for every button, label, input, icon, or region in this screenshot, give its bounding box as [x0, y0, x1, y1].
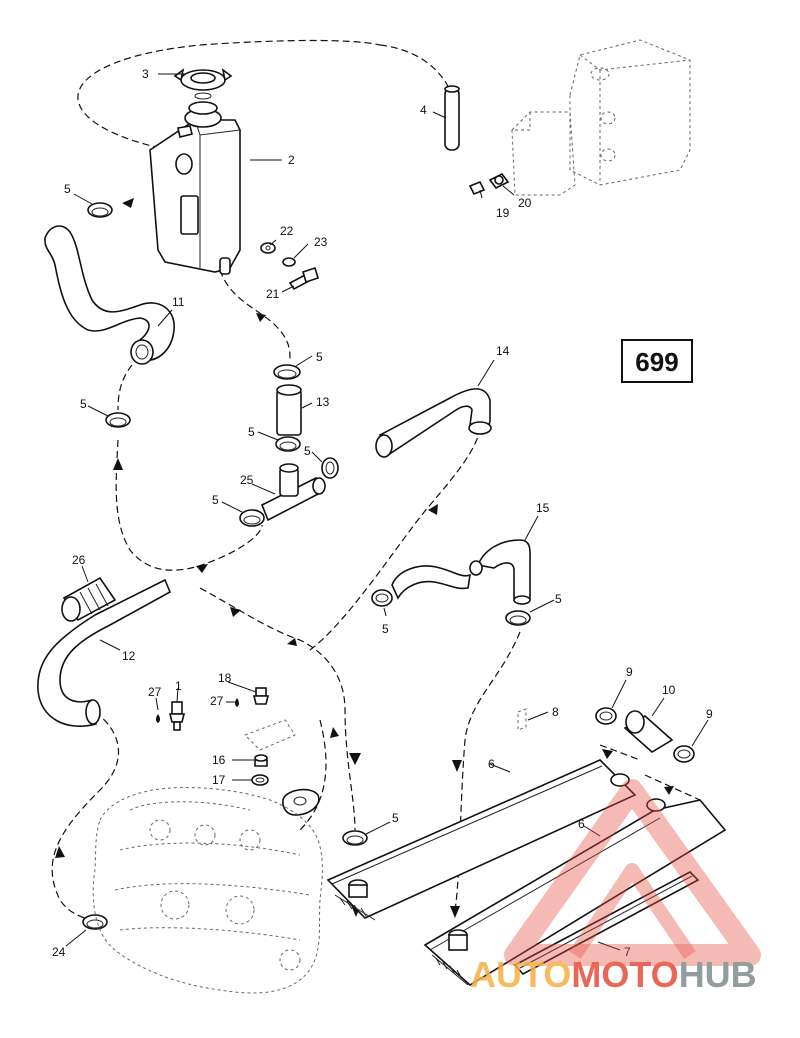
watermark-text-auto: AUTO: [470, 954, 571, 995]
callout-25: 25: [240, 473, 254, 487]
callout-10: 10: [662, 683, 676, 697]
callout-18: 18: [218, 671, 232, 685]
callout-5: 5: [392, 811, 399, 825]
clamp: [673, 745, 695, 763]
clamp: [505, 610, 531, 626]
expansion-tank: [149, 101, 241, 275]
coupler-26: [61, 576, 117, 622]
clamp: [321, 457, 339, 479]
callout-19: 19: [496, 206, 510, 220]
tank-cap: [173, 68, 233, 100]
sealant-drops-27: [156, 698, 239, 723]
clamp: [595, 707, 617, 725]
callout-9: 9: [706, 707, 713, 721]
callout-5: 5: [64, 182, 71, 196]
watermark-text-moto: MOTO: [571, 954, 678, 995]
hose-13: [276, 384, 302, 436]
sensor-18: [252, 687, 270, 705]
plug-8: [517, 708, 527, 731]
callout-22: 22: [280, 224, 294, 238]
callout-labels: 3 2 4 5 19 20 22 23 21 11 5 5 14 13 5 5 …: [52, 67, 713, 959]
callout-3: 3: [142, 67, 149, 81]
clamp: [371, 589, 393, 607]
oil-tank-outline: [511, 39, 691, 196]
callout-16: 16: [212, 753, 226, 767]
callout-27: 27: [210, 694, 224, 708]
callout-2: 2: [288, 153, 295, 167]
clamp: [275, 436, 301, 452]
callout-6: 6: [578, 817, 585, 831]
callout-14: 14: [496, 344, 510, 358]
clamp: [342, 830, 368, 846]
coolant-flow-lines: [51, 39, 701, 921]
clamps: [82, 202, 695, 930]
callout-5: 5: [382, 622, 389, 636]
clamp: [239, 509, 265, 527]
fitting-19-20: [468, 172, 510, 196]
bolt-21: [288, 266, 319, 291]
svg-text:AUTOMOTOHUB: AUTOMOTOHUB: [470, 954, 757, 995]
clamp: [105, 412, 131, 428]
strip-7: [513, 871, 700, 976]
clamp: [82, 914, 108, 930]
callout-15: 15: [536, 501, 550, 515]
flow-arrows: [55, 198, 674, 918]
callout-21: 21: [266, 287, 280, 301]
callout-6: 6: [488, 757, 495, 771]
clamp: [273, 364, 301, 380]
nut-23: [282, 257, 296, 267]
callout-23: 23: [314, 235, 328, 249]
callout-5: 5: [316, 350, 323, 364]
figure-number-box: 699: [621, 339, 693, 383]
tee-fitting-25: [260, 463, 326, 522]
heat-exchanger-upper: [326, 759, 637, 921]
callout-20: 20: [518, 196, 532, 210]
callout-4: 4: [420, 103, 427, 117]
watermark-text-hub: HUB: [679, 954, 757, 995]
heat-exchanger-lower: [423, 798, 727, 986]
hose-15: [391, 539, 531, 605]
callout-17: 17: [212, 773, 226, 787]
callout-11: 11: [172, 295, 185, 309]
watermark-inner-triangle-icon: [569, 863, 696, 959]
thermostat-housing: [244, 719, 320, 816]
callout-13: 13: [316, 395, 330, 409]
callout-5: 5: [80, 397, 87, 411]
sensor-1: [168, 701, 186, 731]
hose-11: [44, 225, 175, 365]
clamp: [87, 202, 113, 218]
figure-number: 699: [635, 347, 678, 377]
engine-block-outline: [92, 787, 323, 994]
watermark-logo: AUTOMOTOHUB: [470, 779, 761, 995]
washer-22: [260, 242, 276, 254]
callout-26: 26: [72, 553, 86, 567]
callout-7: 7: [624, 945, 631, 959]
callout-27: 27: [148, 685, 162, 699]
callout-24: 24: [52, 945, 66, 959]
hose-10: [623, 710, 674, 753]
hose-14: [375, 388, 492, 458]
hose-4: [444, 85, 460, 151]
leader-lines: [65, 73, 709, 951]
watermark-triangle-icon: [504, 779, 761, 966]
callout-5: 5: [555, 592, 562, 606]
callout-1: 1: [175, 679, 182, 693]
callout-12: 12: [122, 649, 136, 663]
callout-5: 5: [304, 444, 311, 458]
hose-12: [37, 578, 172, 728]
callout-9: 9: [626, 665, 633, 679]
callout-5: 5: [212, 493, 219, 507]
callout-5: 5: [248, 425, 255, 439]
callout-8: 8: [552, 705, 559, 719]
